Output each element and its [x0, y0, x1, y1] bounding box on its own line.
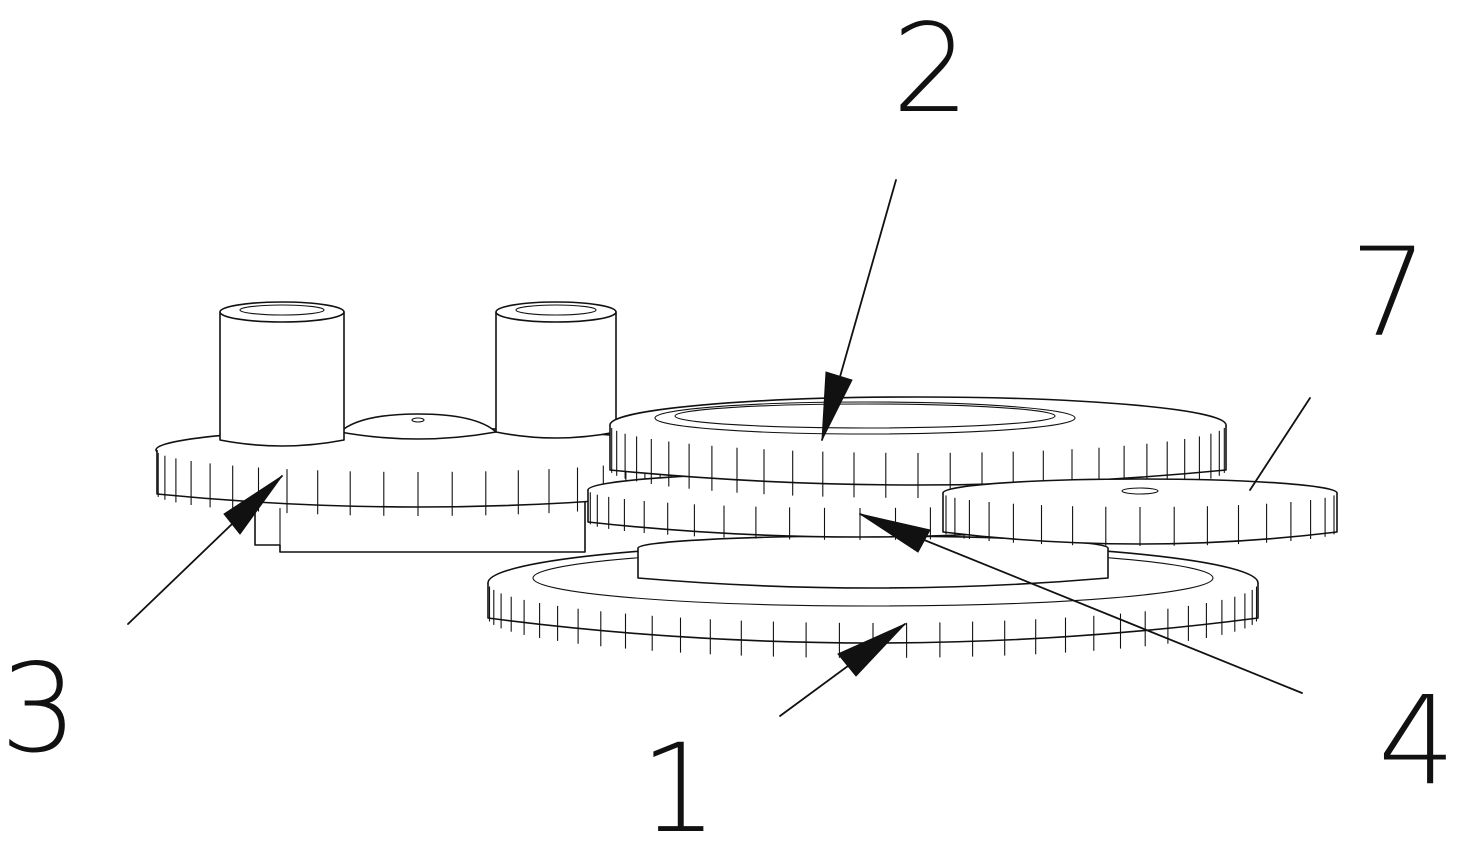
arrowhead-2 — [821, 371, 853, 441]
arrowhead-4 — [859, 513, 931, 553]
callout-label-4: 4 — [1378, 670, 1456, 812]
gear-3-center-boss — [339, 413, 497, 440]
leader-line-7 — [1249, 397, 1311, 491]
leader-2 — [821, 179, 897, 441]
callout-label-3: 3 — [0, 638, 78, 780]
arrowhead-1 — [837, 623, 906, 677]
post-left-bore — [239, 304, 325, 316]
leader-1 — [779, 623, 906, 717]
post-left-body — [219, 312, 345, 447]
gear-7-center-hole — [1121, 487, 1159, 495]
gear-7 — [942, 478, 1338, 546]
gear-2 — [609, 396, 1227, 498]
post-right-body — [495, 312, 617, 439]
leader-7 — [1249, 397, 1311, 491]
post-right-bore — [515, 304, 597, 316]
hub-lower — [637, 535, 1109, 589]
leader-line-4 — [859, 513, 1303, 694]
callout-label-7: 7 — [1350, 222, 1428, 364]
post-left — [219, 301, 345, 447]
hub-lower-body — [637, 548, 1109, 589]
callout-label-1: 1 — [640, 718, 718, 860]
callout-label-2: 2 — [892, 0, 970, 140]
leader-3 — [127, 475, 283, 625]
gear-2-inner-ring — [654, 401, 1076, 435]
gear-3-center-hole — [411, 417, 425, 423]
post-right — [495, 301, 617, 439]
gear-2-inner-ring-2 — [674, 403, 1056, 429]
gear-1-teeth — [488, 586, 1258, 658]
gear-7-teeth — [945, 495, 1335, 546]
leader-4 — [859, 513, 1303, 694]
arrowhead-3 — [223, 475, 283, 535]
